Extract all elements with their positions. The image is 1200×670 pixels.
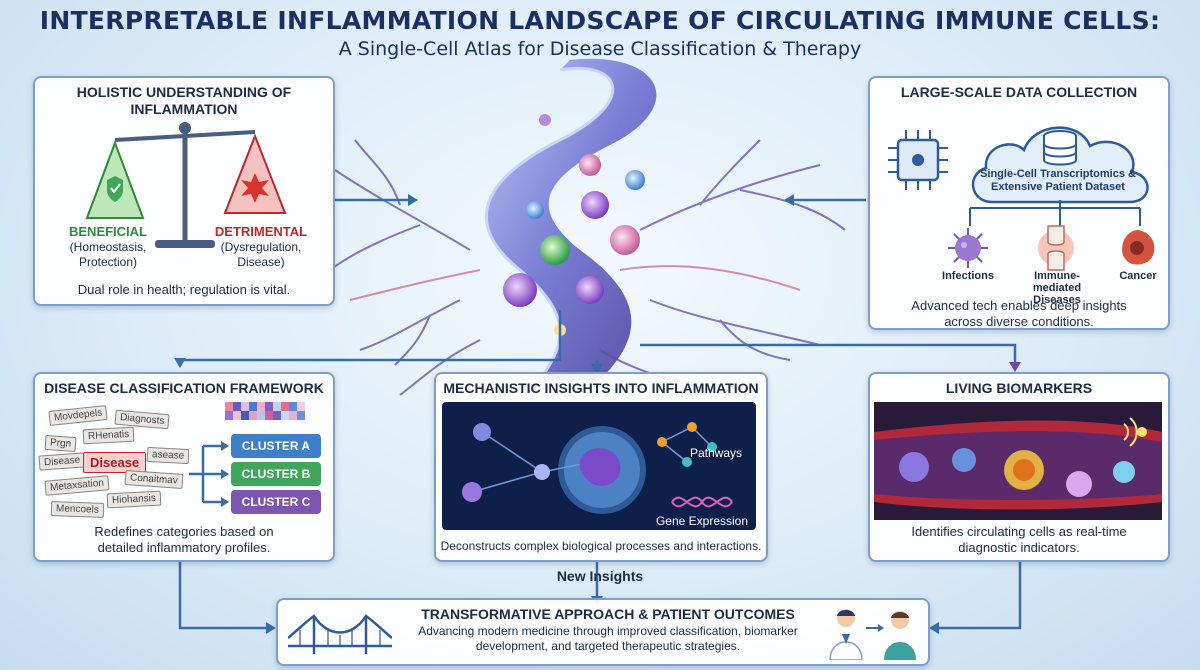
cluster-c-badge: CLUSTER C xyxy=(231,490,321,514)
disease-classification-panel: DISEASE CLASSIFICATION FRAMEWORK Movdepe… xyxy=(33,372,335,562)
cloud-label: Single-Cell Transcriptomics & Extensive … xyxy=(980,168,1136,193)
page-subtitle: A Single-Cell Atlas for Disease Classifi… xyxy=(338,38,862,60)
cluster-b-badge: CLUSTER B xyxy=(231,462,321,486)
joint-icon xyxy=(1038,225,1074,271)
disease-chip-highlight: Disease xyxy=(83,452,147,473)
disease-chip: Hiohansis xyxy=(106,490,162,509)
heatmap-strip xyxy=(225,402,305,420)
cancer-cell-icon xyxy=(1122,230,1155,265)
detrimental-label: DETRIMENTAL xyxy=(214,224,308,239)
disease-chip: Mencoels xyxy=(50,501,105,518)
page-title: INTERPRETABLE INFLAMMATION LANDSCAPE OF … xyxy=(39,6,1161,35)
panel-caption: Deconstructs complex biological processe… xyxy=(440,539,762,553)
category-cancer: Cancer xyxy=(1119,270,1157,282)
pathways-label: Pathways xyxy=(689,446,743,460)
panel-caption: Identifies circulating cells as real-tim… xyxy=(911,524,1127,555)
virus-icon xyxy=(948,228,988,268)
gene-expression-label: Gene Expression xyxy=(655,514,749,528)
new-insights-label: New Insights xyxy=(556,568,644,584)
panel-caption: Advanced tech enables deep insights acro… xyxy=(911,298,1127,329)
detrimental-detail: (Dysregulation, Disease) xyxy=(220,240,302,269)
blood-vessel-cells-illustration xyxy=(874,402,1162,520)
outcomes-panel: TRANSFORMATIVE APPROACH & PATIENT OUTCOM… xyxy=(276,598,930,666)
balance-scale-icon xyxy=(85,122,287,248)
panel-title: LIVING BIOMARKERS xyxy=(945,380,1093,396)
connector-lines xyxy=(969,200,1141,226)
beneficial-label: BENEFICIAL xyxy=(69,224,147,239)
chip-icon xyxy=(888,130,948,190)
cell-network-illustration xyxy=(442,402,756,530)
data-collection-panel: LARGE-SCALE DATA COLLECTION Single-Cell … xyxy=(868,76,1170,330)
bridge-icon xyxy=(288,614,392,654)
panel-title: DISEASE CLASSIFICATION FRAMEWORK xyxy=(44,380,324,396)
outcomes-text: Advancing modern medicine through improv… xyxy=(418,624,798,653)
disease-chip: Movdepels xyxy=(48,404,108,427)
holistic-understanding-panel: HOLISTIC UNDERSTANDING OF INFLAMMATION B… xyxy=(33,76,335,306)
disease-chip: RHenatis xyxy=(82,426,135,445)
outcomes-title: TRANSFORMATIVE APPROACH & PATIENT OUTCOM… xyxy=(421,606,795,622)
beneficial-detail: (Homeostasis, Protection) xyxy=(69,240,147,269)
panel-title: HOLISTIC UNDERSTANDING OF INFLAMMATION xyxy=(76,84,292,117)
disease-chip: Prgn xyxy=(44,434,77,453)
panel-title: MECHANISTIC INSIGHTS INTO INFLAMMATION xyxy=(443,380,759,396)
living-biomarkers-panel: LIVING BIOMARKERS Identifies circulating… xyxy=(868,372,1170,562)
branch-arrows xyxy=(189,441,229,507)
disease-chip: asease xyxy=(146,446,190,465)
disease-chip: Disease xyxy=(38,452,86,471)
category-immune-mediated: Immune-mediated Diseases xyxy=(1032,270,1082,306)
disease-chip: Conaitmav xyxy=(124,470,184,489)
panel-caption: Redefines categories based on detailed i… xyxy=(94,524,274,555)
cloud-database-icon xyxy=(971,126,1149,204)
doctor-patient-icon xyxy=(829,609,916,660)
panel-caption: Dual role in health; regulation is vital… xyxy=(77,282,291,297)
mechanistic-insights-panel: MECHANISTIC INSIGHTS INTO INFLAMMATION P… xyxy=(434,372,768,562)
disease-chip: Metaxsation xyxy=(44,475,110,496)
panel-title: LARGE-SCALE DATA COLLECTION xyxy=(900,84,1138,100)
category-infections: Infections xyxy=(942,270,994,282)
cluster-a-badge: CLUSTER A xyxy=(231,434,321,458)
